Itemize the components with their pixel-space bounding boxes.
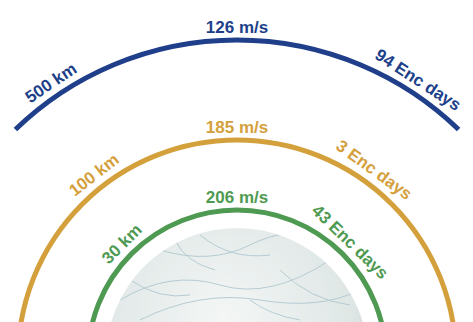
orbit-label: 206 m/s [206,189,268,206]
surface-texture [120,234,360,320]
orbit-label: 126 m/s [206,19,268,36]
orbit-label: 185 m/s [206,119,268,136]
orbit-label: 30 km [99,221,145,267]
orbit-100km [18,140,456,322]
